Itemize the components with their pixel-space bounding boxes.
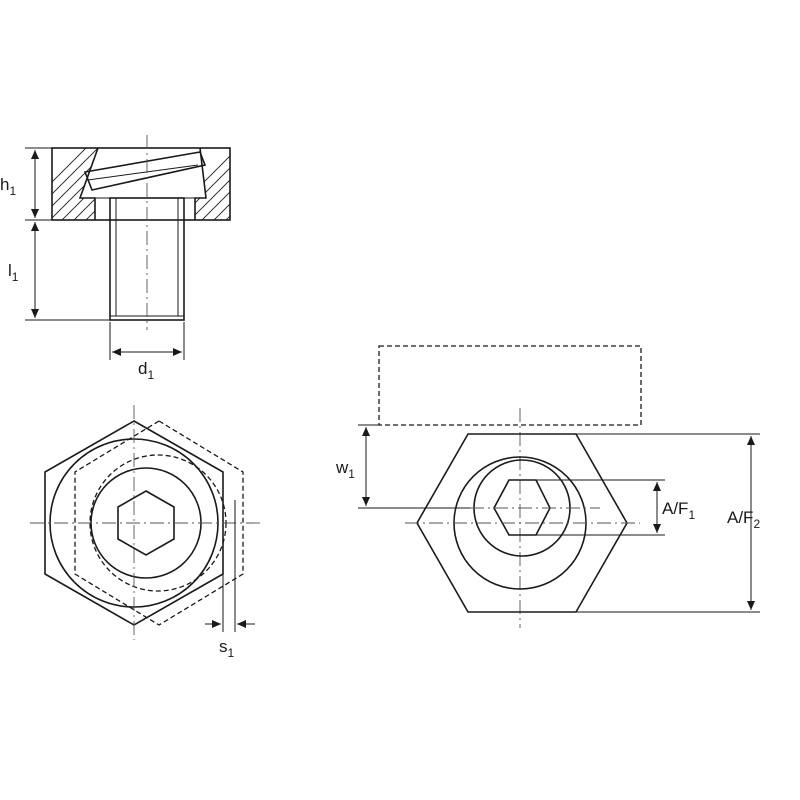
socket-hex xyxy=(117,490,175,556)
d1-label: d1 xyxy=(138,359,154,382)
w1-label: w1 xyxy=(335,458,355,481)
mating-part-dashed xyxy=(378,345,642,426)
offset-hex-dashed xyxy=(74,420,244,626)
screw-shank xyxy=(109,197,185,321)
h1-label: h1 xyxy=(0,175,16,198)
s1-label: s1 xyxy=(219,637,235,660)
front-view-eccentric: s1 xyxy=(30,405,260,660)
nut-section-outline xyxy=(51,147,231,221)
side-section-view: h1 l1 d1 xyxy=(0,135,231,382)
screw-head-section xyxy=(83,151,207,191)
l1-label: l1 xyxy=(8,261,19,284)
front-view-aligned: w1 A/F1 A/F2 xyxy=(335,345,760,628)
af1-label: A/F1 xyxy=(662,499,695,522)
socket-hex-right xyxy=(493,479,551,536)
af2-label: A/F2 xyxy=(727,508,760,531)
